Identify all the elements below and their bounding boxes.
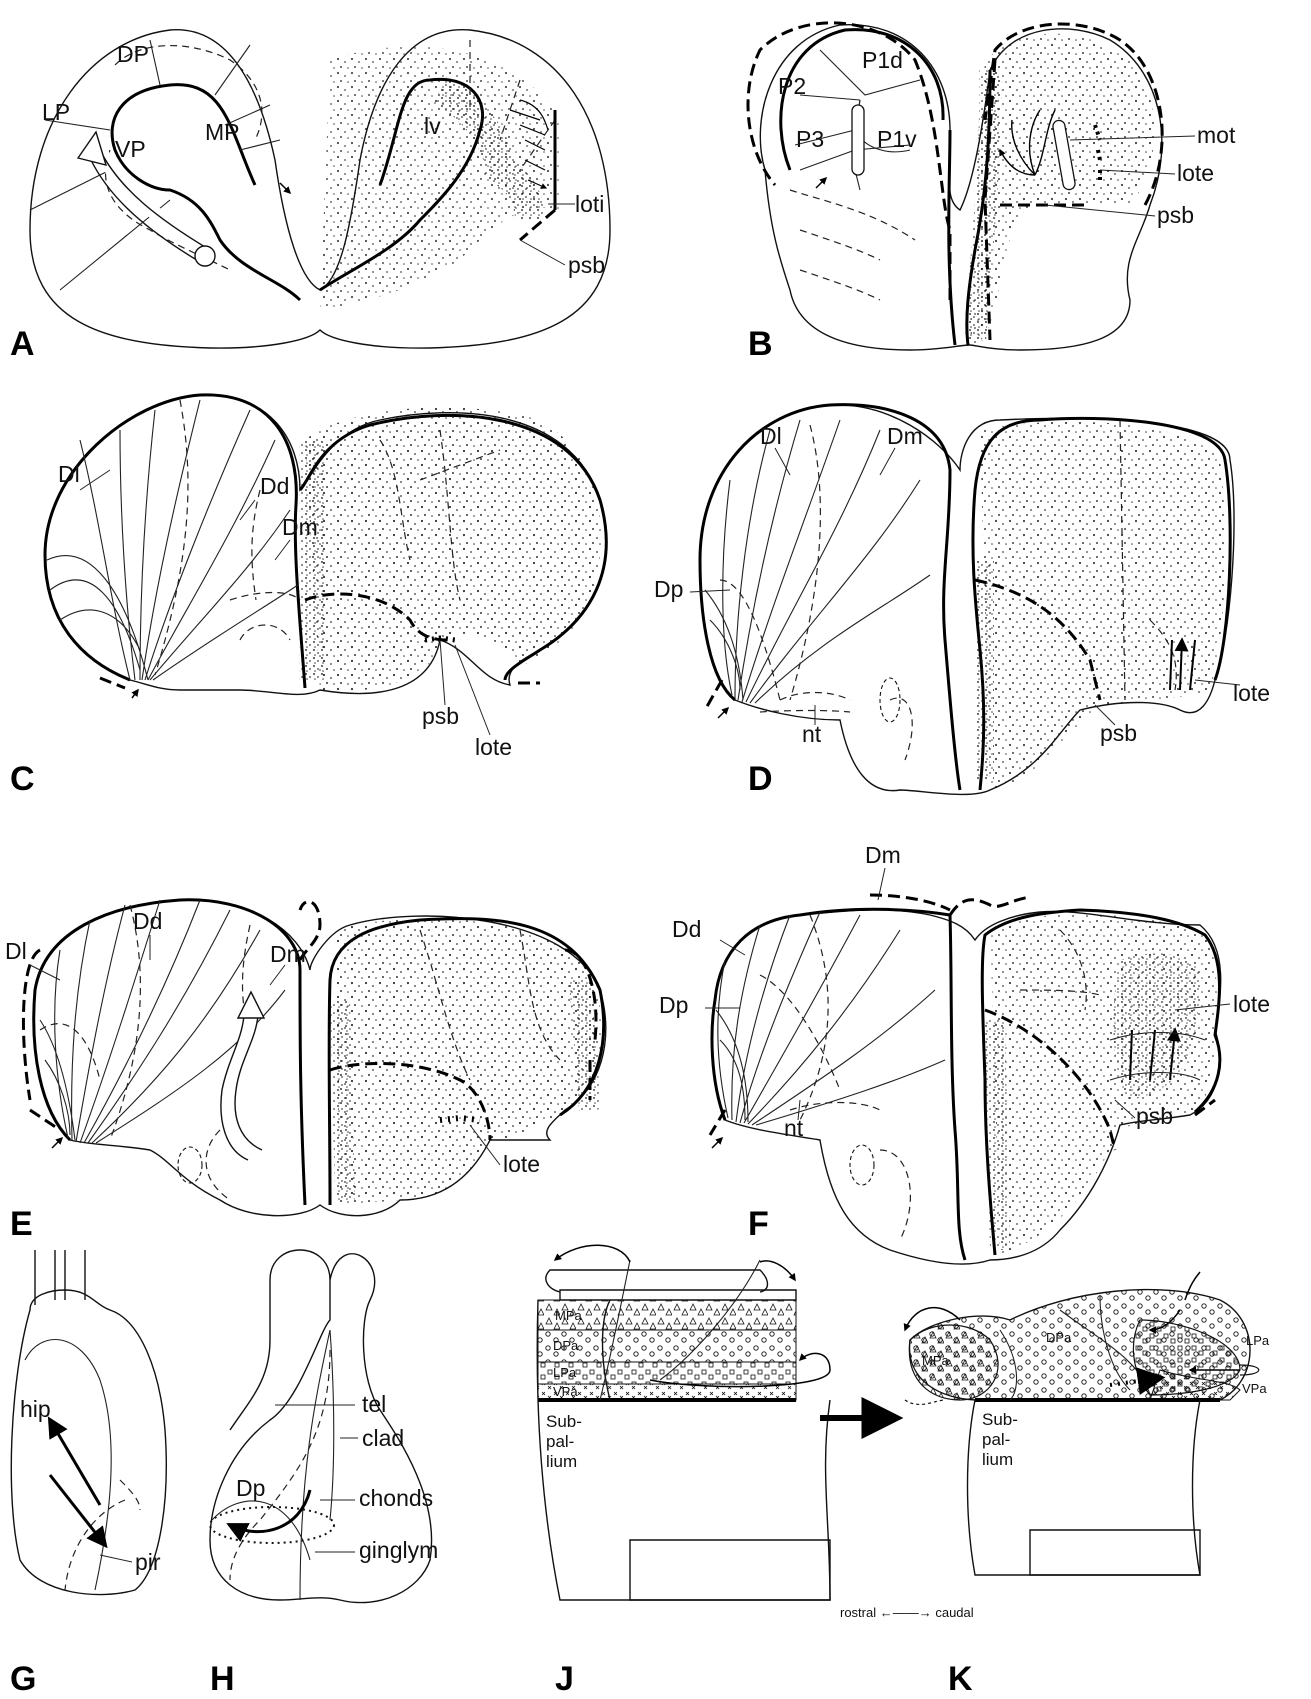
label-mot: mot bbox=[1197, 122, 1236, 148]
label-psb: psb bbox=[1157, 202, 1194, 228]
label-lote: lote bbox=[475, 734, 512, 760]
label-dm: Dm bbox=[865, 842, 901, 868]
label-lp: LP bbox=[42, 99, 70, 125]
label-dm: Dm bbox=[282, 514, 318, 540]
panel-b: P1d P2 P3 P1v mot lote psb B bbox=[748, 23, 1236, 363]
label-rostral-caudal: rostral ←——→ caudal bbox=[840, 1605, 974, 1620]
label-p3: P3 bbox=[796, 126, 824, 152]
label-psb: psb bbox=[1100, 720, 1137, 746]
label-subpallium-2: pal- bbox=[546, 1432, 574, 1451]
panel-e: Dd Dl Dm lote E bbox=[5, 900, 606, 1243]
label-lv: lv bbox=[424, 113, 441, 139]
label-psb: psb bbox=[422, 703, 459, 729]
panel-letter-a: A bbox=[10, 325, 35, 363]
label-dp: Dp bbox=[654, 576, 683, 602]
panel-letter-f: F bbox=[748, 1205, 769, 1243]
label-dl: Dl bbox=[5, 938, 27, 964]
panel-f: Dm Dd Dp nt lote psb F bbox=[659, 842, 1270, 1264]
panel-h: tel clad Dp chonds ginglym H bbox=[210, 1250, 438, 1698]
label-chonds: chonds bbox=[359, 1485, 433, 1511]
panel-letter-h: H bbox=[210, 1660, 235, 1698]
label-dm: Dm bbox=[887, 423, 923, 449]
panel-letter-c: C bbox=[10, 760, 35, 798]
label-dp: Dp bbox=[236, 1475, 265, 1501]
panel-letter-j: J bbox=[555, 1660, 574, 1698]
panel-letter-g: G bbox=[10, 1660, 36, 1698]
label-dd: Dd bbox=[672, 916, 701, 942]
label-dpa: DPa bbox=[553, 1338, 579, 1353]
panel-j: MPa DPa LPa VPa Sub- pal- lium rostral ←… bbox=[537, 1245, 974, 1698]
label-lote: lote bbox=[1233, 680, 1270, 706]
label-mp: MP bbox=[205, 119, 240, 145]
label-dp: Dp bbox=[659, 992, 688, 1018]
panel-c: Dl Dd Dm psb lote C bbox=[10, 395, 606, 798]
panel-letter-d: D bbox=[748, 760, 773, 798]
label-p2: P2 bbox=[778, 73, 806, 99]
panel-letter-k: K bbox=[948, 1660, 973, 1698]
label-vp: VP bbox=[115, 136, 146, 162]
panel-letter-e: E bbox=[10, 1205, 33, 1243]
panel-a: DP LP VP MP lv loti psb A bbox=[10, 30, 610, 363]
label-dd: Dd bbox=[133, 908, 162, 934]
label-clad: clad bbox=[362, 1425, 404, 1451]
label-ginglym: ginglym bbox=[359, 1537, 438, 1563]
label-psb: psb bbox=[1136, 1103, 1173, 1129]
label-mpa: MPa bbox=[922, 1353, 950, 1368]
label-dp: DP bbox=[117, 41, 149, 67]
label-lote: lote bbox=[1177, 160, 1214, 186]
label-dpa: DPa bbox=[1046, 1330, 1072, 1345]
label-vpa: VPa bbox=[553, 1384, 578, 1399]
label-loti: loti bbox=[575, 191, 604, 217]
label-subpallium-1: Sub- bbox=[982, 1410, 1018, 1429]
label-lpa: LPa bbox=[1246, 1333, 1270, 1348]
panel-k: MPa DPa LPa VPa Sub- pal- lium K bbox=[905, 1272, 1270, 1698]
panel-letter-b: B bbox=[748, 325, 773, 363]
label-dm: Dm bbox=[270, 941, 306, 967]
label-subpallium-1: Sub- bbox=[546, 1412, 582, 1431]
label-dd: Dd bbox=[260, 473, 289, 499]
panel-d: Dl Dm Dp nt psb lote D bbox=[654, 405, 1270, 798]
label-subpallium-3: lium bbox=[982, 1450, 1013, 1469]
label-p1d: P1d bbox=[862, 47, 903, 73]
label-nt: nt bbox=[784, 1115, 804, 1141]
label-nt: nt bbox=[802, 721, 822, 747]
label-p1v: P1v bbox=[877, 126, 917, 152]
label-psb: psb bbox=[568, 252, 605, 278]
label-lpa: LPa bbox=[553, 1365, 577, 1380]
label-tel: tel bbox=[362, 1391, 386, 1417]
panel-g: hip pir G bbox=[10, 1250, 166, 1698]
label-dl: Dl bbox=[760, 423, 782, 449]
label-lote: lote bbox=[503, 1151, 540, 1177]
label-vpa: VPa bbox=[1242, 1381, 1267, 1396]
label-lote: lote bbox=[1233, 991, 1270, 1017]
label-hip: hip bbox=[20, 1396, 51, 1422]
label-pir: pir bbox=[135, 1549, 161, 1575]
label-dl: Dl bbox=[58, 461, 80, 487]
label-subpallium-3: lium bbox=[546, 1452, 577, 1471]
label-mpa: MPa bbox=[555, 1308, 583, 1323]
label-subpallium-2: pal- bbox=[982, 1430, 1010, 1449]
